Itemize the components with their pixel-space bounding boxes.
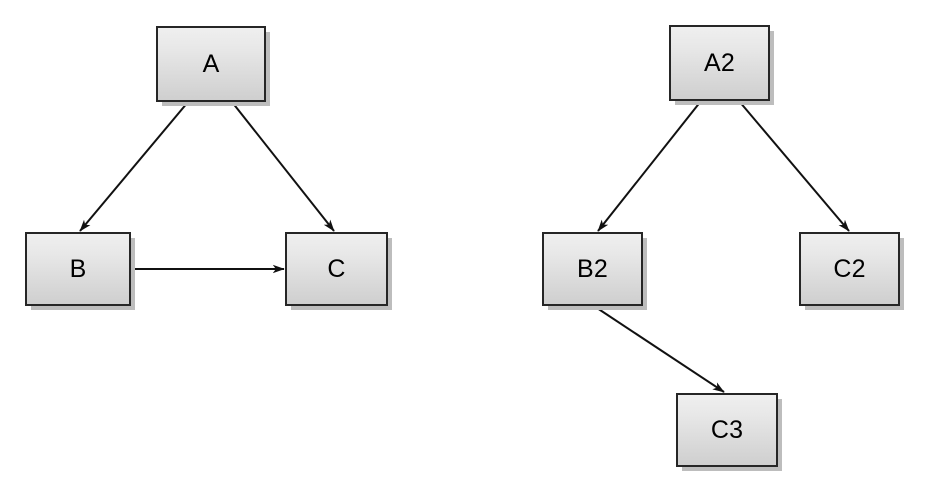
node-b[interactable]: B <box>25 232 131 306</box>
edge-a-to-c <box>231 101 335 232</box>
node-label: A <box>202 49 220 78</box>
node-label: C2 <box>833 254 866 283</box>
node-c2[interactable]: C2 <box>799 232 900 306</box>
node-a2[interactable]: A2 <box>669 25 770 101</box>
node-b2[interactable]: B2 <box>542 232 643 306</box>
node-c[interactable]: C <box>285 232 388 306</box>
node-label: C3 <box>710 415 744 444</box>
node-label: C <box>327 254 346 283</box>
node-label: B <box>69 254 87 283</box>
edge-a2-to-b2 <box>597 100 702 232</box>
edge-b2-to-c3 <box>593 305 725 393</box>
node-a[interactable]: A <box>156 26 266 102</box>
node-label: A2 <box>704 48 735 77</box>
node-label: B2 <box>577 254 608 283</box>
node-c3[interactable]: C3 <box>676 393 778 467</box>
edge-a2-to-c2 <box>738 100 850 232</box>
edge-a-to-b <box>79 101 189 232</box>
edges-group <box>79 100 850 393</box>
